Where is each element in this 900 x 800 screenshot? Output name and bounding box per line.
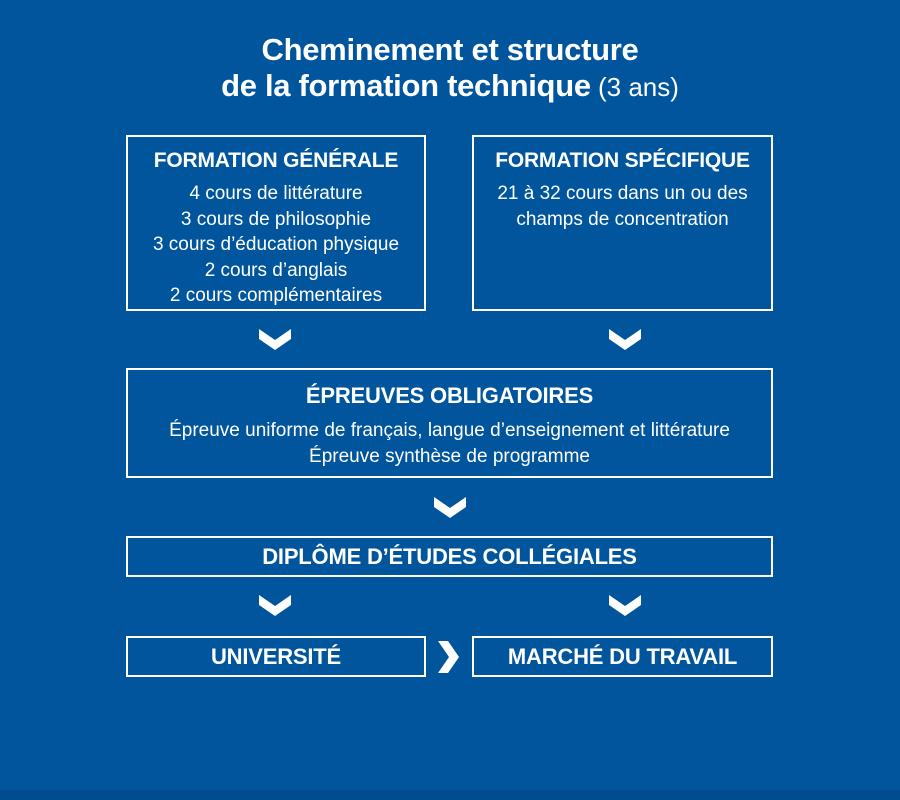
list-item: 3 cours d’éducation physique — [152, 234, 400, 255]
diplome-label: DIPLÔME D’ÉTUDES COLLÉGIALES — [262, 543, 637, 569]
chevron-down-icon — [434, 497, 466, 518]
footer-strip — [0, 790, 900, 800]
chevron-down-icon — [609, 595, 641, 616]
formation-specifique-heading: FORMATION SPÉCIFIQUE — [495, 149, 750, 172]
formation-generale-box: FORMATION GÉNÉRALE 4 cours de littératur… — [126, 135, 426, 311]
marche-du-travail-label: MARCHÉ DU TRAVAIL — [507, 643, 738, 669]
page-title-duration: (3 ans) — [590, 72, 679, 102]
page-title-line2: de la formation technique (3 ans) — [221, 68, 679, 103]
formation-specifique-box: FORMATION SPÉCIFIQUE 21 à 32 cours dans … — [472, 135, 773, 311]
page-title: Cheminement et structure de la formation… — [0, 32, 900, 105]
chevron-down-icon — [259, 329, 291, 350]
chevron-right-icon — [438, 641, 459, 673]
epreuves-heading: ÉPREUVES OBLIGATOIRES — [305, 383, 594, 408]
page-title-line1: Cheminement et structure — [261, 32, 639, 67]
epreuves-line: Épreuve synthèse de programme — [309, 446, 590, 467]
list-item: 2 cours d’anglais — [204, 259, 348, 281]
epreuves-obligatoires-box: ÉPREUVES OBLIGATOIRES Épreuve uniforme d… — [126, 368, 773, 478]
formation-specifique-line: 21 à 32 cours dans un ou des — [497, 183, 748, 204]
universite-label: UNIVERSITÉ — [210, 643, 342, 669]
list-item: 4 cours de littérature — [189, 183, 363, 204]
list-item: 2 cours complémentaires — [169, 285, 383, 306]
diplome-box: DIPLÔME D’ÉTUDES COLLÉGIALES — [126, 536, 773, 577]
epreuves-line: Épreuve uniforme de français, langue d’e… — [169, 420, 730, 441]
formation-generale-heading: FORMATION GÉNÉRALE — [153, 149, 399, 172]
chevron-down-icon — [259, 595, 291, 616]
formation-specifique-line: champs de concentration — [516, 208, 729, 230]
list-item: 3 cours de philosophie — [180, 208, 372, 230]
chevron-down-icon — [609, 329, 641, 350]
marche-du-travail-box: MARCHÉ DU TRAVAIL — [472, 636, 773, 677]
universite-box: UNIVERSITÉ — [126, 636, 426, 677]
